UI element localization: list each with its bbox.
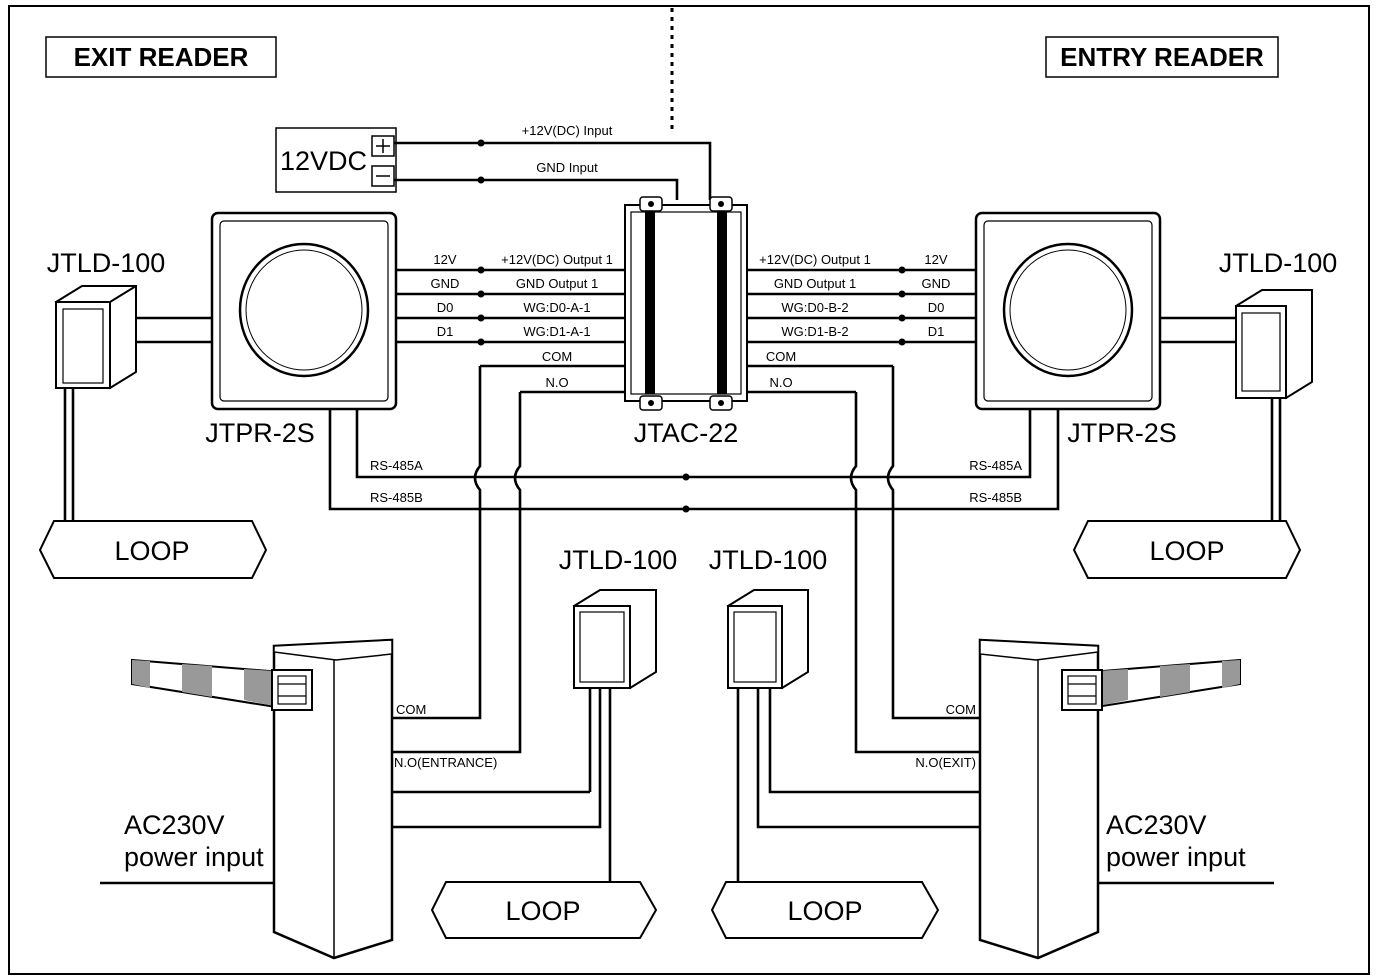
center-left-detector-label: JTLD-100 — [559, 545, 678, 575]
entry-reader-text: ENTRY READER — [1060, 42, 1264, 72]
left-ctrl-pin-d0: WG:D0-A-1 — [523, 300, 590, 315]
loop-bottom-left-label: LOOP — [505, 896, 580, 926]
loop-bottom-right: LOOP — [710, 881, 940, 939]
right-com-label: COM — [766, 349, 796, 364]
loop-top-left-label: LOOP — [114, 536, 189, 566]
loop-top-left: LOOP — [38, 520, 268, 579]
left-reader-label: JTPR-2S — [205, 418, 315, 448]
rs485b-right-label: RS-485B — [969, 490, 1022, 505]
left-barrier-no-label: N.O(ENTRANCE) — [394, 755, 497, 770]
right-ac-label: AC230V — [1106, 810, 1207, 840]
left-detector-label: JTLD-100 — [47, 248, 166, 278]
left-ctrl-pin-12v: +12V(DC) Output 1 — [501, 252, 613, 267]
rs485-bus — [328, 409, 1060, 513]
right-power-input-label: power input — [1106, 842, 1246, 872]
exit-reader-title: EXIT READER — [45, 36, 277, 78]
rs485a-right-label: RS-485A — [969, 458, 1022, 473]
right-pin-12v: 12V — [924, 252, 947, 267]
center-right-detector — [726, 589, 982, 882]
right-ctrl-pin-d0: WG:D0-B-2 — [781, 300, 848, 315]
left-barrier-gate — [131, 638, 394, 960]
rs485b-left-label: RS-485B — [370, 490, 423, 505]
left-barrier-com-label: COM — [396, 702, 426, 717]
diagram-border — [8, 5, 1370, 975]
right-pin-gnd: GND — [922, 276, 951, 291]
plus-input-label: +12V(DC) Input — [522, 123, 613, 138]
loop-top-right: LOOP — [1072, 520, 1302, 579]
right-pin-d1: D1 — [928, 324, 945, 339]
loop-bottom-right-label: LOOP — [787, 896, 862, 926]
loop-top-right-label: LOOP — [1149, 536, 1224, 566]
wire-plus-input — [394, 141, 712, 200]
gnd-input-label: GND Input — [536, 160, 598, 175]
power-supply-label: 12VDC — [280, 146, 367, 176]
left-ctrl-pin-d1: WG:D1-A-1 — [523, 324, 590, 339]
left-ac-label: AC230V — [124, 810, 225, 840]
controller-label: JTAC-22 — [634, 418, 739, 448]
left-top-detector — [54, 285, 212, 521]
right-detector-label: JTLD-100 — [1219, 248, 1338, 278]
exit-reader-text: EXIT READER — [74, 42, 249, 72]
center-left-detector — [390, 589, 657, 882]
right-reader — [974, 211, 1162, 411]
left-com-label: COM — [542, 349, 572, 364]
left-no-label: N.O — [545, 375, 568, 390]
right-barrier-no-label: N.O(EXIT) — [915, 755, 976, 770]
left-signal-wires — [396, 266, 625, 346]
left-reader — [210, 211, 398, 411]
left-pin-12v: 12V — [433, 252, 456, 267]
relay-wires — [390, 364, 982, 754]
right-pin-d0: D0 — [928, 300, 945, 315]
power-supply: 12VDC — [275, 127, 397, 193]
left-ctrl-pin-gnd: GND Output 1 — [516, 276, 598, 291]
left-pin-d1: D1 — [437, 324, 454, 339]
right-no-label: N.O — [769, 375, 792, 390]
right-barrier-com-label: COM — [946, 702, 976, 717]
center-right-detector-label: JTLD-100 — [709, 545, 828, 575]
right-ctrl-pin-gnd: GND Output 1 — [774, 276, 856, 291]
right-top-detector — [1160, 289, 1313, 521]
right-ctrl-pin-12v: +12V(DC) Output 1 — [759, 252, 871, 267]
right-ctrl-pin-d1: WG:D1-B-2 — [781, 324, 848, 339]
entry-reader-title: ENTRY READER — [1045, 36, 1279, 78]
left-power-input-label: power input — [124, 842, 264, 872]
left-pin-d0: D0 — [437, 300, 454, 315]
rs485a-left-label: RS-485A — [370, 458, 423, 473]
loop-bottom-left: LOOP — [430, 881, 658, 939]
left-pin-gnd: GND — [431, 276, 460, 291]
right-signal-wires — [747, 266, 976, 346]
right-reader-label: JTPR-2S — [1067, 418, 1177, 448]
wire-gnd-input — [394, 178, 679, 200]
jtac-controller — [624, 196, 748, 411]
right-barrier-gate — [978, 638, 1241, 960]
